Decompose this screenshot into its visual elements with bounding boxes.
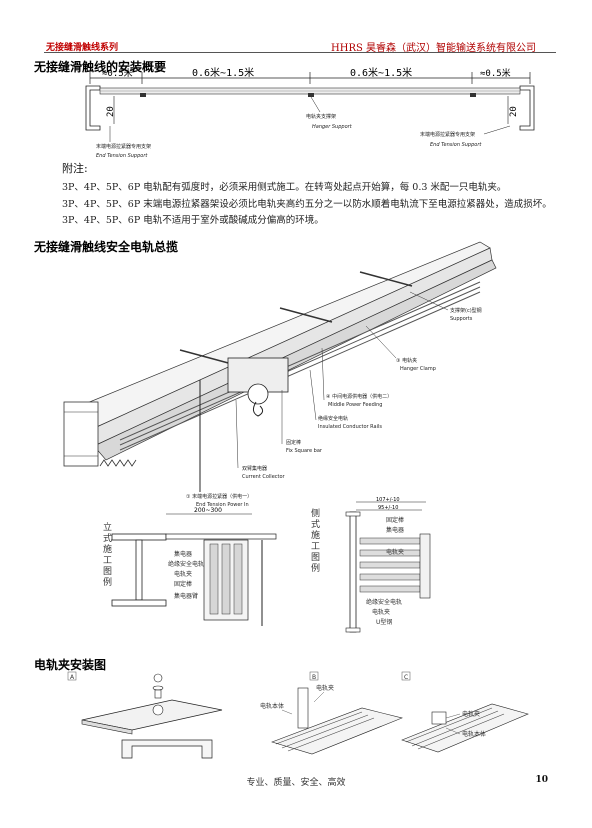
label-collector-cn: 双臂集电器 bbox=[242, 465, 267, 472]
label-end-en: End Tension Power In bbox=[196, 502, 249, 508]
right-dim-2: 95+/-10 bbox=[378, 505, 398, 511]
end-left-cn: 末端电源拉紧器专用支架 bbox=[96, 143, 151, 150]
page-number: 10 bbox=[535, 775, 548, 785]
label-end-cn: ① 末端电源拉紧器（供电一） bbox=[186, 493, 252, 500]
left-vertical-dim: 20 bbox=[106, 106, 116, 117]
section2-title: 无接缝滑触线安全电轨总揽 bbox=[34, 240, 179, 254]
header-divider bbox=[44, 52, 556, 53]
label-collector-en: Current Collector bbox=[242, 474, 286, 480]
notes-title: 附注: bbox=[62, 162, 88, 175]
spart-1: 固定棒 bbox=[386, 516, 404, 524]
section1-title: 无接缝滑触线的安装概要 bbox=[34, 60, 167, 74]
b-label-1: 电轨夹 bbox=[316, 684, 334, 692]
right-vertical-dim: 20 bbox=[509, 106, 519, 117]
hanger-support-en: Hanger Support bbox=[312, 124, 353, 130]
installation-overview-diagram: ≈0.5米 0.6米~1.5米 0.6米~1.5米 ≈0.5米 20 20 电轨… bbox=[85, 66, 535, 159]
dim-right: ≈0.5米 bbox=[480, 67, 511, 79]
footer-slogan: 专业、质量、安全、高效 bbox=[246, 778, 346, 788]
label-hanger-en: Hanger Clamp bbox=[400, 366, 436, 372]
label-supports-cn: 支撑架(c)型钢 bbox=[450, 307, 482, 314]
hanger-support-cn: 电轨夹支撑架 bbox=[306, 113, 336, 120]
dim-left: ≈0.5米 bbox=[102, 67, 133, 79]
vpart-1: 集电器 bbox=[174, 550, 192, 558]
end-right-cn: 末端电源拉紧器专用支架 bbox=[420, 131, 475, 138]
box-a-label: A bbox=[70, 674, 75, 681]
spart-6: U型钢 bbox=[376, 618, 392, 626]
right-dim-1: 107+/-10 bbox=[376, 497, 400, 503]
label-hanger-cn: ③ 电轨夹 bbox=[396, 357, 417, 364]
dim-mid1: 0.6米~1.5米 bbox=[192, 66, 254, 79]
label-supports-en: Supports bbox=[450, 316, 473, 322]
end-left-en: End Tension Support bbox=[96, 153, 148, 159]
label-fix-en: Fix Square bar bbox=[286, 448, 323, 454]
label-middle-cn: ④ 中间电源供电器（供电二） bbox=[326, 393, 392, 400]
section4-title: 电轨夹安装图 bbox=[34, 658, 107, 672]
note-line-2: 3P、4P、5P、6P 末端电源拉紧器架设必须比电轨夹高约五分之一以防水顺着电轨… bbox=[62, 199, 552, 210]
vertical-install-label: 立式施工图例 bbox=[101, 522, 111, 588]
clamp-install-figures: A B C 电轨夹 电轨本体 电轨夹 电轨本体 bbox=[67, 671, 529, 759]
vpart-2: 绝缘安全电轨 bbox=[168, 560, 204, 568]
vpart-3: 电轨夹 bbox=[174, 570, 192, 578]
end-right-en: End Tension Support bbox=[430, 142, 482, 148]
vpart-5: 集电器臂 bbox=[174, 592, 198, 600]
spart-2: 集电器 bbox=[386, 526, 404, 534]
label-insulated-en: Insulated Conductor Rails bbox=[318, 424, 382, 430]
spart-5: 电轨夹 bbox=[372, 608, 390, 616]
label-fix-cn: 固定棒 bbox=[286, 439, 301, 446]
spart-3: 电轨夹 bbox=[386, 548, 404, 556]
header-series-title: 无接缝滑触线系列 bbox=[46, 43, 119, 53]
note-line-3: 3P、4P、5P、6P 电轨不适用于室外或酸碱成分偏高的环境。 bbox=[62, 215, 324, 226]
note-line-1: 3P、4P、5P、6P 电轨配有弧度时，必须采用侧式施工。在转弯处起点开始算，每… bbox=[62, 182, 507, 193]
side-install-label: 侧式施工图例 bbox=[309, 508, 319, 574]
b-label-2: 电轨本体 bbox=[260, 702, 284, 710]
box-c-label: C bbox=[404, 674, 408, 681]
vertical-install-drawing: 200~300 集电器 绝缘安全电轨 电轨夹 固定棒 集电器臂 bbox=[111, 507, 277, 626]
label-insulated-cn: 绝缘安全电轨 bbox=[318, 415, 348, 422]
c-label-2: 电轨本体 bbox=[462, 730, 486, 738]
header-company: HHRS 昊睿森（武汉）智能输送系统有限公司 bbox=[331, 43, 536, 54]
vpart-4: 固定棒 bbox=[174, 580, 192, 588]
rail-overview-illustration: 支撑架(c)型钢 Supports ③ 电轨夹 Hanger Clamp ④ 中… bbox=[63, 241, 497, 508]
left-dim: 200~300 bbox=[194, 507, 222, 514]
spart-4: 绝缘安全电轨 bbox=[366, 598, 402, 606]
side-install-drawing: 107+/-10 95+/-10 固定棒 集电器 电轨夹 绝缘安全电轨 电轨夹 … bbox=[345, 497, 431, 633]
dim-mid2: 0.6米~1.5米 bbox=[350, 66, 412, 79]
box-b-label: B bbox=[312, 674, 316, 681]
label-middle-en: Middle Power Feeding bbox=[328, 402, 382, 408]
c-label-1: 电轨夹 bbox=[462, 710, 480, 718]
